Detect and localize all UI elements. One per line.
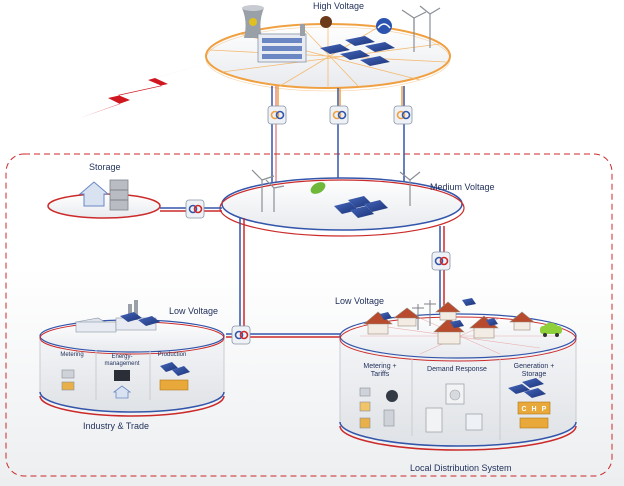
power-plant-icon (242, 5, 307, 63)
monitor-icon (114, 370, 130, 381)
battery-icon (109, 179, 129, 211)
air-conditioner-icon (465, 413, 483, 431)
house-icon (112, 385, 132, 399)
smart-meter-icon (386, 390, 398, 402)
metering-label: Metering (60, 352, 84, 358)
low-voltage-right-label: Low Voltage (335, 296, 385, 306)
chp-letter: P (542, 406, 547, 413)
hydro-icon (376, 18, 392, 34)
solar-panel-icon (120, 312, 160, 326)
wind-turbine-icon (251, 169, 421, 212)
local-distribution-label: Local Distribution System (410, 463, 512, 473)
industry-cylinder (39, 300, 225, 417)
solar-panel-icon (508, 378, 546, 398)
demand-response-label: Demand Response (427, 366, 487, 373)
power-pole-icon (412, 300, 436, 330)
hv-mv-links (271, 86, 405, 190)
production-label: Production (157, 352, 187, 358)
smart-meter-icon (61, 369, 75, 379)
storage-disk (47, 179, 161, 219)
solar-panel-icon (334, 196, 388, 218)
medium-voltage-label: Medium Voltage (430, 182, 495, 192)
medium-voltage-disk (219, 169, 465, 237)
high-voltage-disk (205, 5, 451, 92)
leaf-icon (310, 182, 326, 194)
lightning-icon (80, 62, 212, 118)
smart-meter-icon (61, 381, 75, 391)
low-voltage-left-label: Low Voltage (169, 306, 219, 316)
chp-unit-icon (517, 401, 551, 415)
house-icon (78, 181, 110, 207)
solar-panel-icon (320, 36, 395, 66)
local-distribution-cylinder (339, 298, 577, 451)
smart-meter-icon (359, 387, 371, 397)
metering-tariffs-label: Metering + Tariffs (363, 363, 397, 378)
energy-management-label: Energy- management (104, 354, 140, 367)
factory-icon (75, 300, 157, 333)
wind-turbine-icon (401, 5, 441, 52)
storage-label: Storage (89, 162, 121, 172)
distribution-boundary (5, 153, 613, 477)
industry-trade-label: Industry & Trade (83, 421, 150, 431)
chp-letter: H (531, 406, 536, 413)
generation-storage-label: Generation + Storage (513, 363, 555, 378)
chp-letter: C (521, 406, 526, 413)
solar-panel-icon (380, 298, 498, 328)
fridge-icon (425, 407, 443, 433)
electric-car-icon (540, 322, 562, 337)
high-voltage-label: High Voltage (313, 1, 365, 11)
